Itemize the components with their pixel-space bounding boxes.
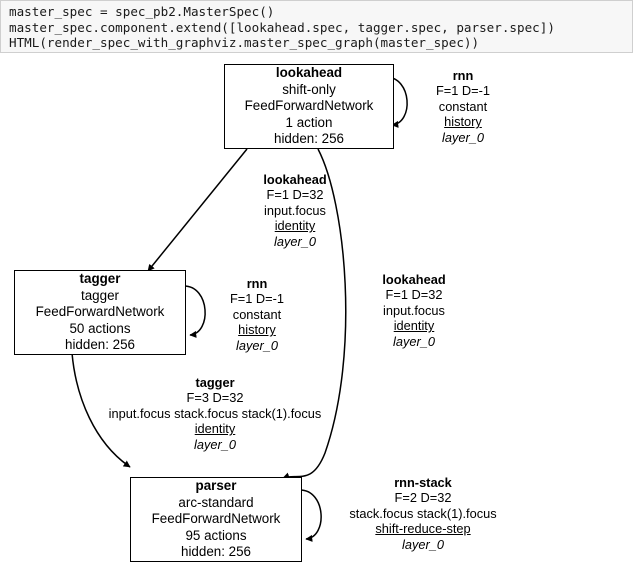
edge-label-tagger-self-fd: F=1 D=-1 xyxy=(229,291,285,307)
edge-label-parser-self-translator: shift-reduce-step xyxy=(375,521,471,537)
node-lookahead-title: lookahead xyxy=(275,65,343,81)
master-spec-graph: lookahead shift-only FeedForwardNetwork … xyxy=(0,53,633,578)
edge-label-lookahead-self-source: constant xyxy=(438,98,488,114)
edge-label-parser-self-source: stack.focus stack(1).focus xyxy=(349,505,497,521)
edge-parser-self-loop xyxy=(299,489,322,542)
edge-label-lookahead-tagger-fd: F=1 D=32 xyxy=(266,187,324,203)
edge-label-parser-self: rnn-stack F=2 D=32 stack.focus stack(1).… xyxy=(315,475,531,552)
node-parser-title: parser xyxy=(195,478,237,494)
edge-label-lookahead-parser-source: input.focus xyxy=(383,302,445,318)
edge-label-parser-self-fd: F=2 D=32 xyxy=(394,490,452,506)
edge-label-lookahead-self-layer: layer_0 xyxy=(442,129,484,145)
node-parser-line-4: hidden: 256 xyxy=(181,544,251,560)
node-tagger-line-3: 50 actions xyxy=(69,320,131,336)
code-line-2: master_spec.component.extend([lookahead.… xyxy=(9,19,555,35)
edge-label-lookahead-self-translator: history xyxy=(444,114,482,130)
node-parser[interactable]: parser arc-standard FeedForwardNetwork 9… xyxy=(130,477,302,562)
edge-label-lookahead-parser: lookahead F=1 D=32 input.focus identity … xyxy=(344,272,484,349)
edge-label-lookahead-tagger: lookahead F=1 D=32 input.focus identity … xyxy=(225,172,365,249)
edge-label-tagger-parser: tagger F=3 D=32 input.focus stack.focus … xyxy=(75,375,355,452)
edge-label-lookahead-parser-fd: F=1 D=32 xyxy=(385,287,443,303)
node-tagger-title: tagger xyxy=(79,271,121,287)
edge-lookahead-parser xyxy=(282,148,347,480)
edge-label-lookahead-parser-translator: identity xyxy=(393,318,435,334)
node-parser-line-2: FeedForwardNetwork xyxy=(151,511,281,527)
node-tagger-line-2: FeedForwardNetwork xyxy=(35,304,165,320)
edge-label-tagger-self-title: rnn xyxy=(246,276,268,291)
node-tagger-line-4: hidden: 256 xyxy=(65,337,135,353)
edge-label-tagger-self: rnn F=1 D=-1 constant history layer_0 xyxy=(197,276,317,353)
code-line-1: master_spec = spec_pb2.MasterSpec() xyxy=(9,4,275,19)
edge-label-parser-self-title: rnn-stack xyxy=(394,475,452,490)
edge-label-lookahead-tagger-title: lookahead xyxy=(263,172,327,187)
graph-edges-layer xyxy=(71,76,408,542)
edge-lookahead-tagger xyxy=(147,148,248,272)
edge-label-lookahead-tagger-translator: identity xyxy=(274,218,316,234)
edge-tagger-self-loop xyxy=(183,285,206,338)
node-parser-line-1: arc-standard xyxy=(178,494,254,510)
edge-label-tagger-parser-translator: identity xyxy=(194,421,236,437)
edge-label-tagger-parser-title: tagger xyxy=(195,375,235,390)
node-parser-line-3: 95 actions xyxy=(185,527,247,543)
edge-label-lookahead-parser-title: lookahead xyxy=(382,272,446,287)
edge-label-tagger-parser-fd: F=3 D=32 xyxy=(186,390,244,406)
code-line-3: HTML(render_spec_with_graphviz.master_sp… xyxy=(9,35,480,51)
edge-label-tagger-parser-source: input.focus stack.focus stack(1).focus xyxy=(108,405,322,421)
edge-label-lookahead-parser-layer: layer_0 xyxy=(393,333,435,349)
edge-label-lookahead-self: rnn F=1 D=-1 constant history layer_0 xyxy=(398,68,528,145)
code-cell[interactable]: master_spec = spec_pb2.MasterSpec() mast… xyxy=(0,0,633,53)
node-lookahead-line-2: FeedForwardNetwork xyxy=(244,98,374,114)
node-tagger-line-1: tagger xyxy=(81,287,119,303)
edge-label-lookahead-self-title: rnn xyxy=(452,68,474,83)
edge-label-parser-self-layer: layer_0 xyxy=(402,536,444,552)
node-lookahead-line-1: shift-only xyxy=(282,81,336,97)
edge-label-tagger-self-source: constant xyxy=(232,306,282,322)
edge-label-lookahead-tagger-layer: layer_0 xyxy=(274,233,316,249)
node-lookahead-line-4: hidden: 256 xyxy=(274,131,344,147)
edge-tagger-parser xyxy=(71,352,131,468)
node-lookahead-line-3: 1 action xyxy=(285,114,333,130)
node-lookahead[interactable]: lookahead shift-only FeedForwardNetwork … xyxy=(224,64,394,149)
edge-label-lookahead-tagger-source: input.focus xyxy=(264,202,326,218)
edge-label-tagger-self-layer: layer_0 xyxy=(236,337,278,353)
edge-label-tagger-parser-layer: layer_0 xyxy=(194,436,236,452)
edge-label-lookahead-self-fd: F=1 D=-1 xyxy=(435,83,491,99)
edge-label-tagger-self-translator: history xyxy=(238,322,276,338)
node-tagger[interactable]: tagger tagger FeedForwardNetwork 50 acti… xyxy=(14,270,186,355)
